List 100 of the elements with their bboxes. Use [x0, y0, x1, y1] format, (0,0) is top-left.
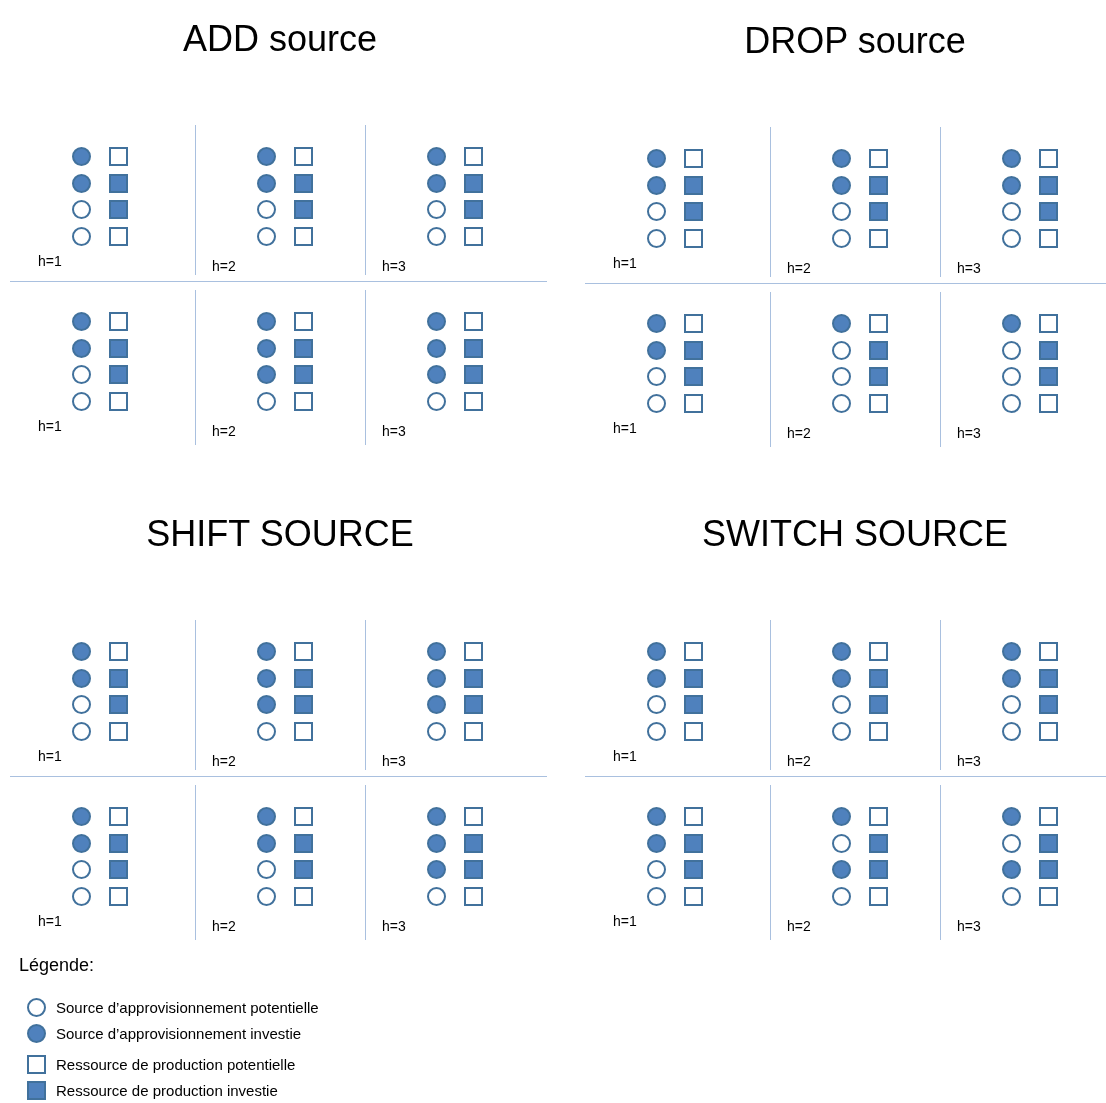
horizon-label: h=3 — [957, 753, 981, 769]
filled-square-icon — [294, 365, 313, 384]
filled-circle-icon — [72, 339, 91, 358]
open-square-icon — [294, 312, 313, 331]
open-square-icon — [1039, 149, 1058, 168]
filled-square-icon — [109, 200, 128, 219]
filled-circle-icon — [427, 669, 446, 688]
open-square-icon — [109, 392, 128, 411]
open-square-icon — [869, 314, 888, 333]
filled-square-icon — [869, 202, 888, 221]
open-circle-icon — [647, 202, 666, 221]
filled-circle-icon — [1002, 807, 1021, 826]
filled-square-icon — [109, 669, 128, 688]
horizon-label: h=3 — [382, 918, 406, 934]
filled-circle-icon — [427, 834, 446, 853]
open-circle-icon — [427, 200, 446, 219]
open-square-icon — [1039, 229, 1058, 248]
open-circle-icon — [832, 394, 851, 413]
filled-circle-icon — [72, 669, 91, 688]
open-square-icon — [464, 312, 483, 331]
horizon-label: h=1 — [613, 913, 637, 929]
open-square-icon — [684, 229, 703, 248]
filled-circle-icon — [832, 669, 851, 688]
open-circle-icon — [1002, 202, 1021, 221]
panel-title: SWITCH SOURCE — [702, 513, 1008, 554]
filled-square-icon — [1039, 341, 1058, 360]
horizon-label: h=1 — [613, 255, 637, 271]
filled-square-icon — [464, 669, 483, 688]
open-circle-icon — [257, 227, 276, 246]
open-circle-icon — [832, 367, 851, 386]
filled-circle-icon — [257, 174, 276, 193]
open-square-icon — [869, 722, 888, 741]
open-square-icon — [869, 642, 888, 661]
open-circle-icon — [647, 367, 666, 386]
open-square-icon — [109, 887, 128, 906]
filled-circle-icon — [647, 314, 666, 333]
open-circle-icon — [72, 365, 91, 384]
open-circle-icon — [1002, 394, 1021, 413]
filled-circle-icon — [647, 642, 666, 661]
filled-square-icon — [294, 695, 313, 714]
horizon-label: h=3 — [957, 918, 981, 934]
open-square-icon — [294, 227, 313, 246]
filled-square-icon — [869, 695, 888, 714]
open-circle-icon — [647, 229, 666, 248]
filled-circle-icon — [647, 341, 666, 360]
filled-circle-icon — [1002, 669, 1021, 688]
open-circle-icon — [72, 860, 91, 879]
open-square-icon — [1039, 807, 1058, 826]
horizon-label: h=3 — [382, 753, 406, 769]
open-circle-icon — [832, 887, 851, 906]
open-square-icon — [869, 229, 888, 248]
filled-circle-icon — [427, 807, 446, 826]
filled-square-icon — [869, 341, 888, 360]
filled-circle-icon — [647, 149, 666, 168]
open-circle-icon — [832, 722, 851, 741]
filled-square-icon — [294, 339, 313, 358]
filled-circle-icon — [72, 642, 91, 661]
open-square-icon — [294, 722, 313, 741]
open-circle-icon — [72, 200, 91, 219]
filled-circle-icon — [832, 176, 851, 195]
open-square-icon — [109, 147, 128, 166]
open-square-icon — [464, 147, 483, 166]
open-square-icon — [684, 642, 703, 661]
open-circle-icon — [1002, 834, 1021, 853]
filled-circle-icon — [427, 642, 446, 661]
filled-square-icon — [869, 367, 888, 386]
open-circle-icon — [427, 887, 446, 906]
horizon-label: h=2 — [787, 260, 811, 276]
open-circle-icon — [72, 392, 91, 411]
open-circle-icon — [647, 887, 666, 906]
open-circle-icon — [257, 887, 276, 906]
open-square-icon — [684, 394, 703, 413]
open-square-icon — [1039, 314, 1058, 333]
open-square-icon — [294, 887, 313, 906]
filled-square-icon — [109, 834, 128, 853]
horizon-label: h=1 — [38, 418, 62, 434]
open-square-icon — [464, 227, 483, 246]
filled-circle-icon — [72, 147, 91, 166]
panel-title: ADD source — [182, 18, 378, 59]
filled-circle-icon — [257, 669, 276, 688]
open-square-icon — [684, 807, 703, 826]
open-circle-icon — [72, 695, 91, 714]
open-square-icon — [464, 807, 483, 826]
filled-circle-icon — [72, 807, 91, 826]
open-square-icon — [109, 807, 128, 826]
filled-square-icon — [294, 200, 313, 219]
open-circle-icon — [72, 887, 91, 906]
filled-circle-icon — [257, 339, 276, 358]
horizon-label: h=3 — [957, 260, 981, 276]
filled-square-icon — [684, 367, 703, 386]
legend-text: Ressource de production potentielle — [56, 1056, 296, 1073]
open-circle-icon — [1002, 229, 1021, 248]
filled-circle-icon — [257, 807, 276, 826]
open-square-icon — [869, 149, 888, 168]
filled-circle-icon — [832, 149, 851, 168]
horizon-label: h=2 — [787, 753, 811, 769]
filled-square-icon — [684, 860, 703, 879]
filled-square-icon — [464, 860, 483, 879]
filled-square-icon — [869, 176, 888, 195]
legend-text: Ressource de production investie — [56, 1082, 278, 1099]
